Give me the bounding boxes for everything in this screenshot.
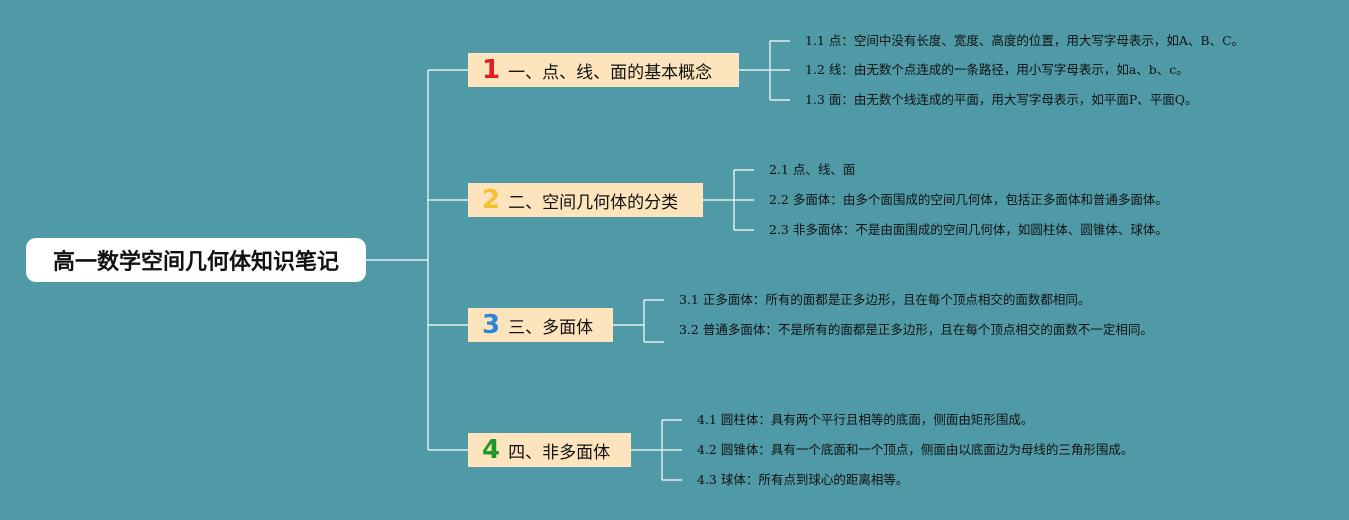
leaf-3-2[interactable]: 3.2 普通多面体：不是所有的面都是正多边形，且在每个顶点相交的面数不一定相同。 [679,322,1153,337]
leaf-3-1[interactable]: 3.1 正多面体：所有的面都是正多边形，且在每个顶点相交的面数都相同。 [679,292,1091,307]
branch-node-3[interactable]: 3 三、多面体 [468,308,613,342]
leaf-1-2[interactable]: 1.2 线：由无数个点连成的一条路径，用小写字母表示，如a、b、c。 [805,62,1189,77]
root-node[interactable]: 高一数学空间几何体知识笔记 [26,238,366,282]
leaf-1-1[interactable]: 1.1 点：空间中没有长度、宽度、高度的位置，用大写字母表示，如A、B、C。 [805,33,1245,48]
branch-label-4: 四、非多面体 [508,442,611,463]
number-4-badge: 4 [482,435,501,465]
leaf-2-3[interactable]: 2.3 非多面体：不是由面围成的空间几何体，如圆柱体、圆锥体、球体。 [769,222,1168,237]
leaf-2-1[interactable]: 2.1 点、线、面 [769,162,856,177]
leaf-2-2[interactable]: 2.2 多面体：由多个面围成的空间几何体，包括正多面体和普通多面体。 [769,192,1168,207]
leaf-4-2[interactable]: 4.2 圆锥体：具有一个底面和一个顶点，侧面由以底面边为母线的三角形围成。 [697,442,1134,457]
leaf-4-3[interactable]: 4.3 球体：所有点到球心的距离相等。 [697,472,909,487]
number-1-badge: 1 [482,55,501,85]
number-3-badge: 3 [482,310,501,340]
branch-node-4[interactable]: 4 四、非多面体 [468,433,631,467]
branch-node-1[interactable]: 1 一、点、线、面的基本概念 [468,53,739,87]
branch-label-2: 二、空间几何体的分类 [508,192,679,213]
leaf-1-3[interactable]: 1.3 面：由无数个线连成的平面，用大写字母表示，如平面P、平面Q。 [805,92,1198,107]
root-title: 高一数学空间几何体知识笔记 [52,250,339,275]
branch-label-3: 三、多面体 [508,317,594,338]
leaf-4-1[interactable]: 4.1 圆柱体：具有两个平行且相等的底面，侧面由矩形围成。 [697,412,1034,427]
branch-node-2[interactable]: 2 二、空间几何体的分类 [468,183,703,217]
branch-label-1: 一、点、线、面的基本概念 [508,62,713,83]
number-2-badge: 2 [482,185,501,215]
